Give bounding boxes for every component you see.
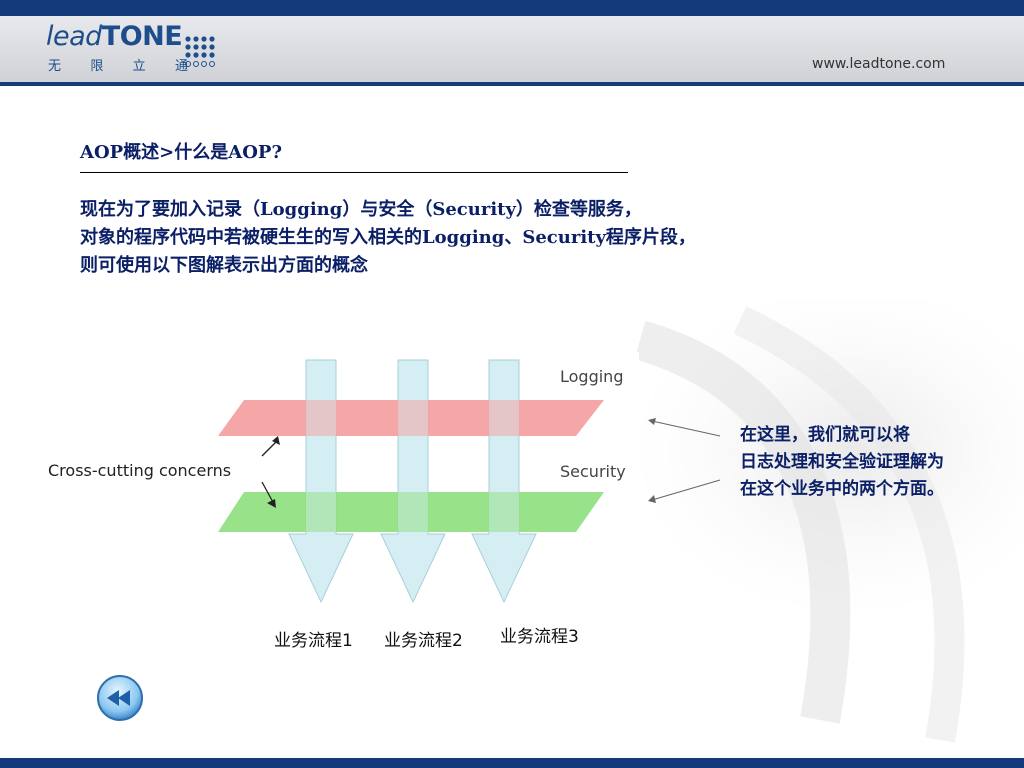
flow-shaft-overlay [306,400,336,436]
flow-shaft-overlay [489,400,519,436]
callout-line: 日志处理和安全验证理解为 [740,452,944,472]
flow-label-2: 业务流程2 [384,631,463,651]
callout-arrowhead [648,495,656,503]
paragraph-line: 对象的程序代码中若被硬生生的写入相关的Logging、Security程序片段， [80,227,696,248]
flow-shaft-overlay [489,492,519,532]
logo-sub-char: 限 [90,59,104,74]
back-button[interactable] [96,674,144,722]
callout-line: 在这里，我们就可以将 [740,425,910,445]
slide-title: AOP概述>什么是AOP? [80,142,282,163]
top-bar [0,0,1024,16]
title-underline [80,172,628,173]
website-url: www.leadtone.com [812,56,946,72]
concerns-pointer-down [261,481,275,505]
logo-sub-char: 立 [132,59,146,74]
pointer-arrowhead [272,436,280,445]
logo-sub-char: 通 [174,59,188,74]
logo-wordmark-bold: TONE [101,21,183,52]
cross-cutting-label: Cross-cutting concerns [48,461,232,480]
background-watermark [634,300,1024,743]
callout-text: 在这里，我们就可以将 日志处理和安全验证理解为 在这个业务中的两个方面。 [740,422,1024,503]
rewind-icon [97,675,143,721]
header-banner [0,16,1024,84]
logo-wordmark: leadTONE [46,21,183,52]
aop-diagram-graphic [218,359,604,604]
callout-arrowhead [648,418,656,425]
logo-wordmark-light: lead [46,21,102,52]
logo-sub-char: 无 [48,59,62,74]
flow-arrow-2 [380,359,446,604]
flow-shaft-overlay [398,492,428,532]
flow-shaft-overlay [398,400,428,436]
pointer-arrowhead [267,499,276,508]
logging-layer [218,400,604,436]
flow-arrow-3 [471,359,537,604]
bottom-bar [0,758,1024,768]
logo-dot-grid-icon [185,36,215,67]
security-label: Security [560,462,626,481]
paragraph-line: 则可使用以下图解表示出方面的概念 [80,255,368,276]
flow-label-1: 业务流程1 [274,631,353,651]
logo-subtitle: 无 限 立 通 [48,55,188,74]
flow-shaft-overlay [306,492,336,532]
aop-diagram: Logging Security Cross-cutting concerns … [34,352,639,664]
logging-label: Logging [560,367,624,386]
leadtone-logo: leadTONE 无 限 立 通 [46,21,226,77]
flow-arrows [288,359,537,604]
header-divider [0,82,1024,86]
slide-paragraph: 现在为了要加入记录（Logging）与安全（Security）检查等服务， 对象… [80,196,940,280]
callout-arrow-security [651,479,721,501]
flow-arrow-1 [288,359,354,604]
security-layer [218,492,604,532]
flow-label-3: 业务流程3 [500,627,579,647]
callout-line: 在这个业务中的两个方面。 [740,479,944,499]
paragraph-line: 现在为了要加入记录（Logging）与安全（Security）检查等服务， [80,199,642,220]
callout-arrows [648,418,721,503]
callout-arrow-logging [651,420,721,437]
